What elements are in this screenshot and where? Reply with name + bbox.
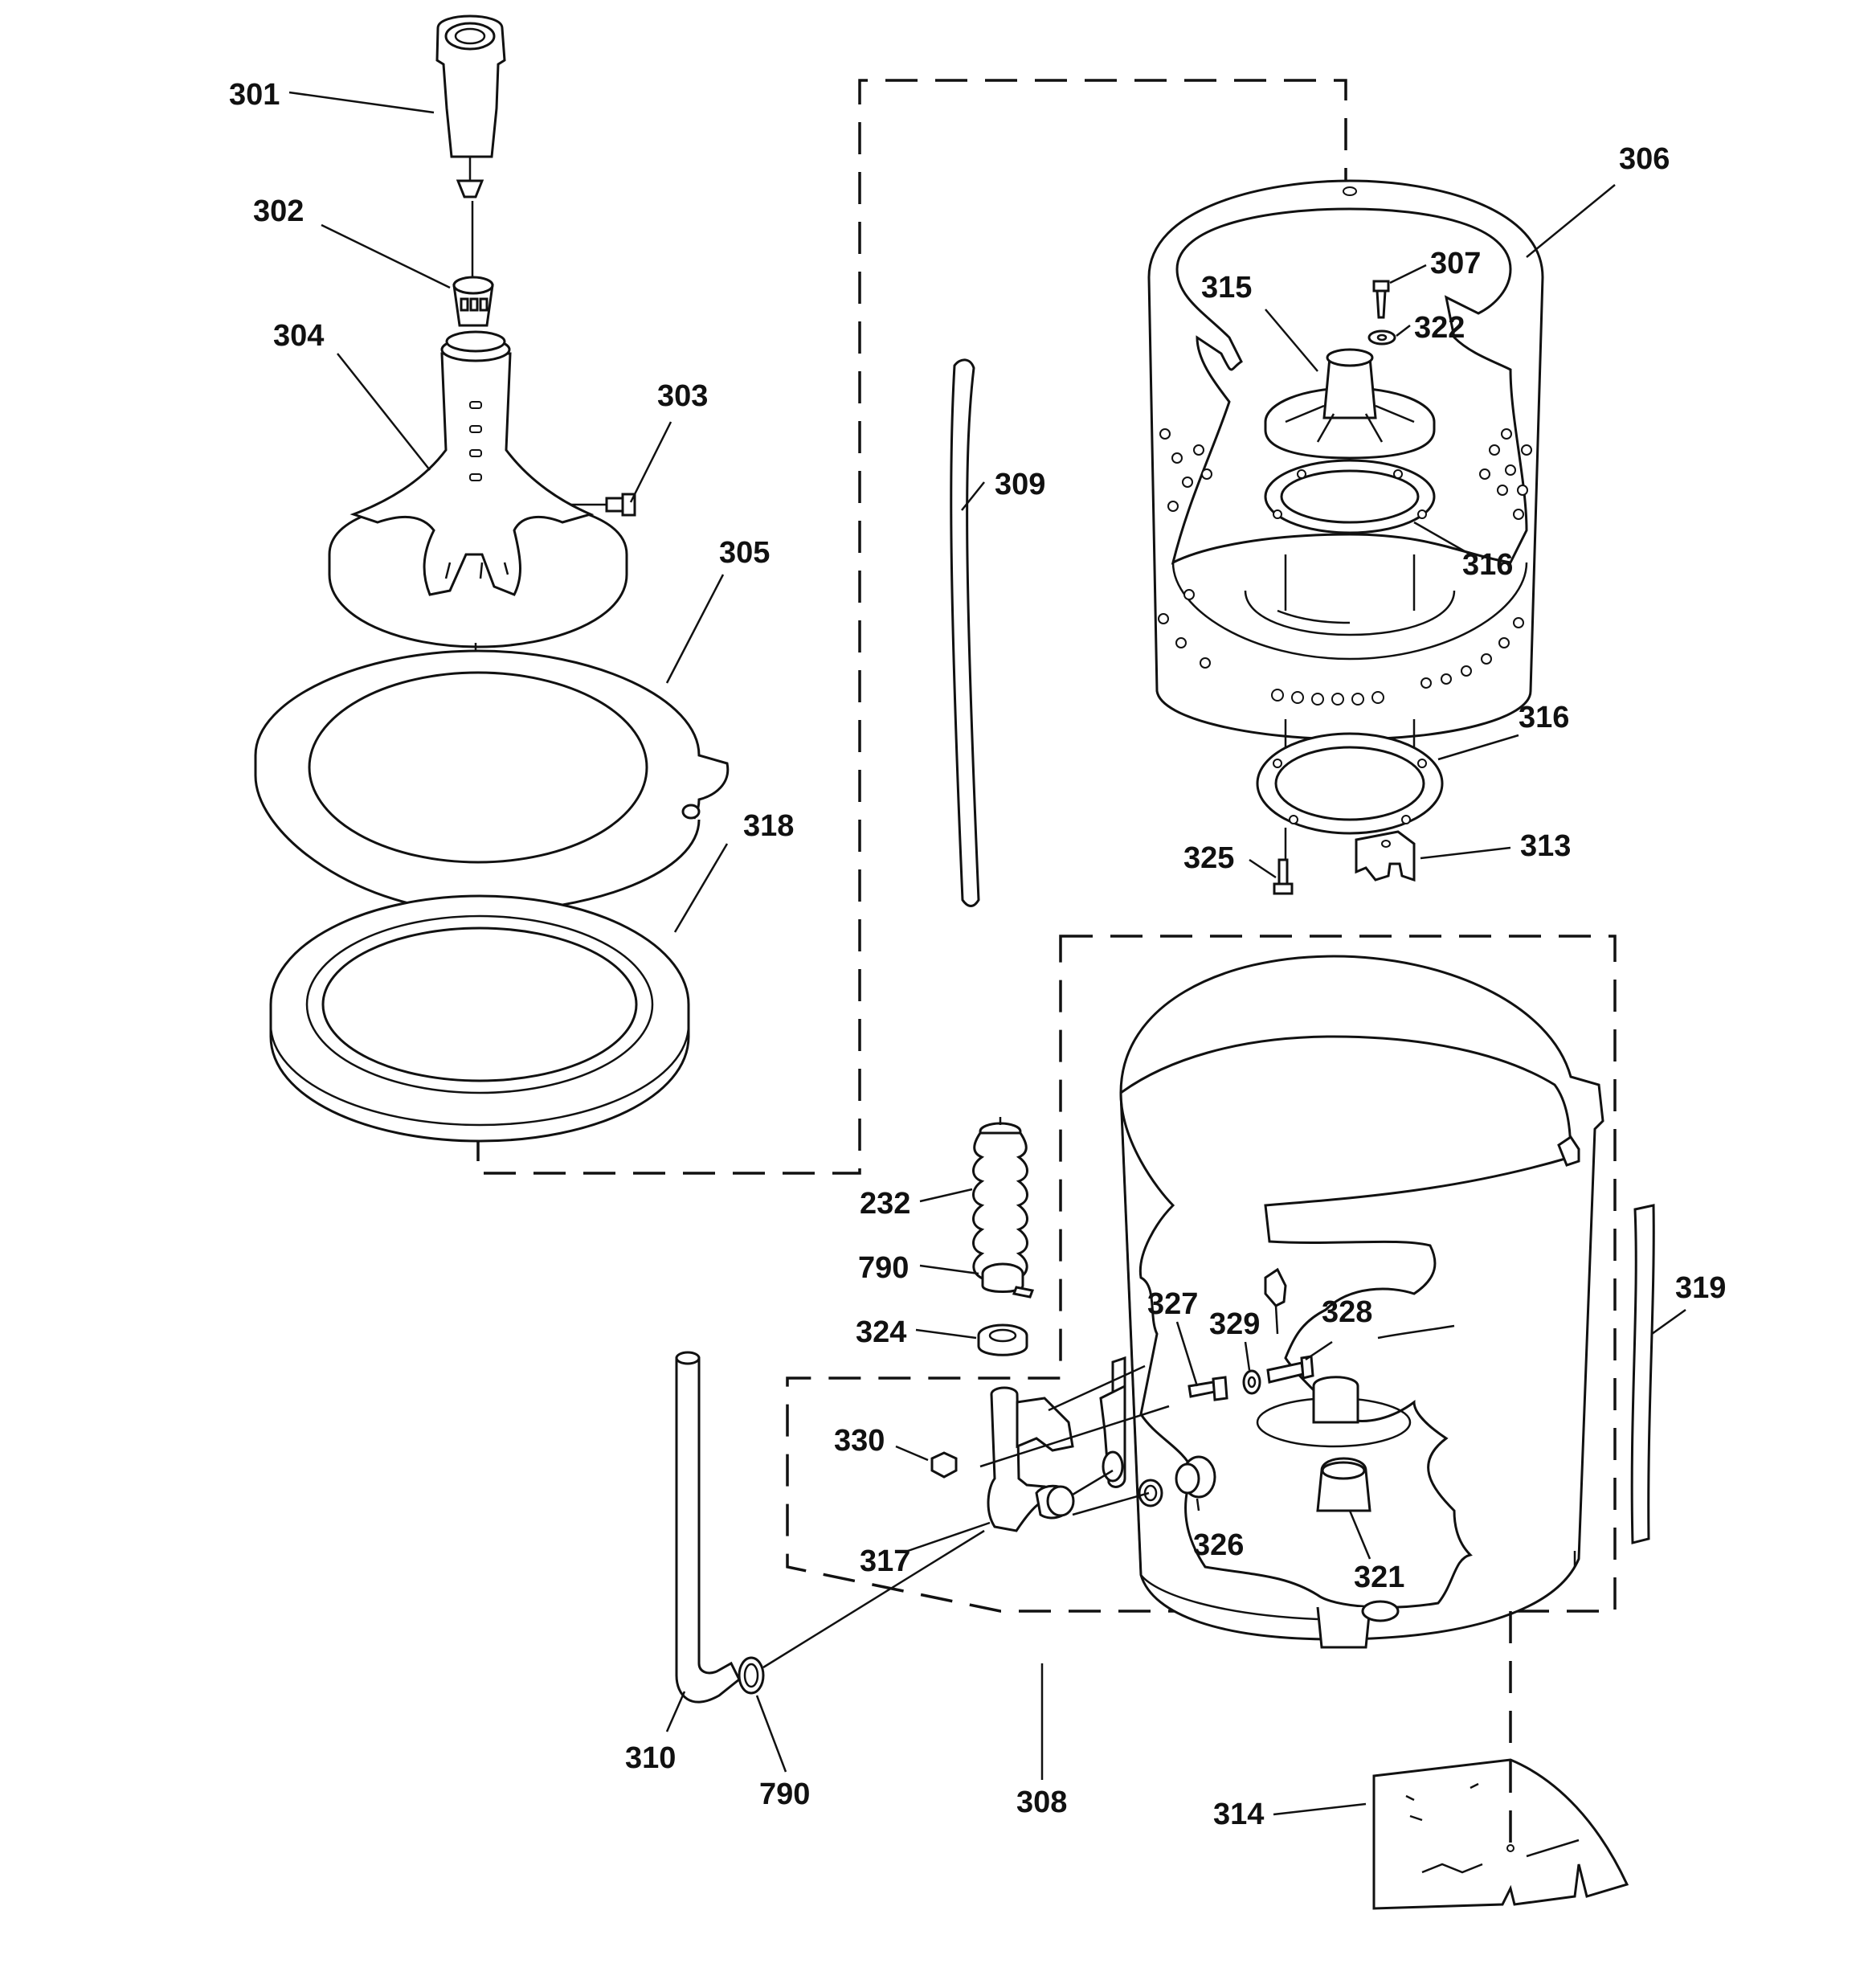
label-790a: 790 [858, 1251, 909, 1285]
label-324: 324 [856, 1315, 906, 1349]
callout-labels: 301 302 304 303 305 306 307 322 315 309 … [229, 78, 1726, 1831]
label-318: 318 [743, 809, 794, 843]
part-316-ring-upper [1264, 459, 1436, 534]
basket-center-line [1284, 554, 1416, 611]
label-304: 304 [273, 319, 324, 353]
label-317: 317 [860, 1544, 910, 1578]
label-316b: 316 [1519, 701, 1569, 734]
part-325-screw [1273, 858, 1294, 895]
label-790b: 790 [759, 1777, 810, 1811]
basket-perforations [1158, 428, 1532, 706]
part-308-outer-tub [1119, 955, 1604, 1649]
part-328-screw [1266, 1355, 1314, 1384]
label-319: 319 [1675, 1271, 1726, 1305]
part-314-shield [1372, 1611, 1629, 1910]
part-309-hose [950, 358, 980, 907]
label-232: 232 [860, 1187, 910, 1221]
boundary-tub-assembly [786, 935, 1617, 1613]
part-322-washer [1367, 329, 1396, 346]
part-329-washer [1242, 1369, 1261, 1395]
label-308: 308 [1016, 1786, 1067, 1819]
label-301: 301 [229, 78, 280, 112]
label-327: 327 [1147, 1287, 1198, 1321]
part-319-seal-strip [1630, 1204, 1655, 1544]
part-326-grommet [1138, 1455, 1216, 1507]
part-317-drain-valve [979, 1356, 1170, 1532]
part-330-nut [930, 1451, 958, 1479]
label-328: 328 [1322, 1295, 1372, 1329]
label-313: 313 [1520, 829, 1571, 863]
boundary-left-assembly [476, 79, 1347, 1175]
label-316a: 316 [1462, 548, 1513, 582]
part-315-hub [1264, 348, 1436, 460]
label-325: 325 [1183, 841, 1234, 875]
label-326: 326 [1193, 1528, 1244, 1562]
label-303: 303 [657, 379, 708, 413]
label-307: 307 [1430, 247, 1481, 280]
part-232-bellows [972, 1117, 1028, 1281]
part-313-block [1355, 830, 1416, 882]
label-330: 330 [834, 1424, 885, 1458]
label-322: 322 [1414, 311, 1465, 345]
part-307-screw [1372, 280, 1390, 319]
label-309: 309 [995, 468, 1045, 501]
part-790-clamp-lower [738, 1529, 985, 1695]
part-301-cap [435, 14, 506, 198]
part-318-gasket [269, 894, 690, 1143]
label-321: 321 [1354, 1561, 1404, 1594]
part-316-ring-lower [1256, 719, 1444, 860]
part-310-drain-hose [675, 1351, 741, 1704]
label-329: 329 [1209, 1307, 1260, 1341]
part-305-tub-ring [254, 649, 730, 916]
part-327-bolt [1187, 1376, 1228, 1401]
label-306: 306 [1619, 142, 1670, 176]
label-310: 310 [625, 1741, 676, 1775]
part-324-seal [977, 1323, 1028, 1356]
label-305: 305 [719, 536, 770, 570]
label-315: 315 [1201, 271, 1252, 305]
part-302-agitator-dogs [452, 201, 494, 327]
label-302: 302 [253, 194, 304, 228]
label-314: 314 [1213, 1798, 1264, 1831]
part-304-agitator [328, 330, 628, 908]
leader-lines [288, 91, 1686, 1816]
part-790-clamp-upper [981, 1262, 1035, 1299]
